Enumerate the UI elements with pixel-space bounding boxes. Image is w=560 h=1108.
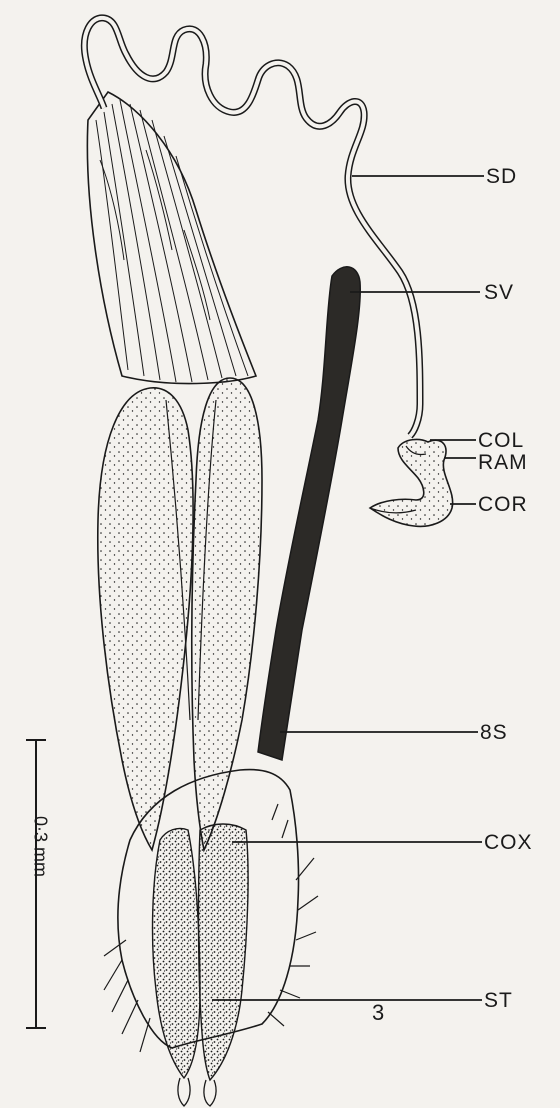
- spermatheca: [370, 440, 453, 527]
- label-st: ST: [484, 990, 513, 1011]
- coxites: [153, 824, 249, 1080]
- label-col: COL: [478, 430, 524, 451]
- styli: [178, 1078, 216, 1106]
- seminal-vesicle: [258, 267, 360, 760]
- label-cor: COR: [478, 494, 528, 515]
- label-sd: SD: [486, 166, 517, 187]
- label-cox: COX: [484, 832, 533, 853]
- valvulae: [98, 378, 262, 850]
- figure-number: 3: [372, 1000, 384, 1026]
- label-8s: 8S: [480, 722, 508, 743]
- gland: [87, 92, 256, 384]
- label-sv: SV: [484, 282, 514, 303]
- label-ram: RAM: [478, 452, 528, 473]
- scale-bar-label: 0·3 mm: [30, 807, 51, 887]
